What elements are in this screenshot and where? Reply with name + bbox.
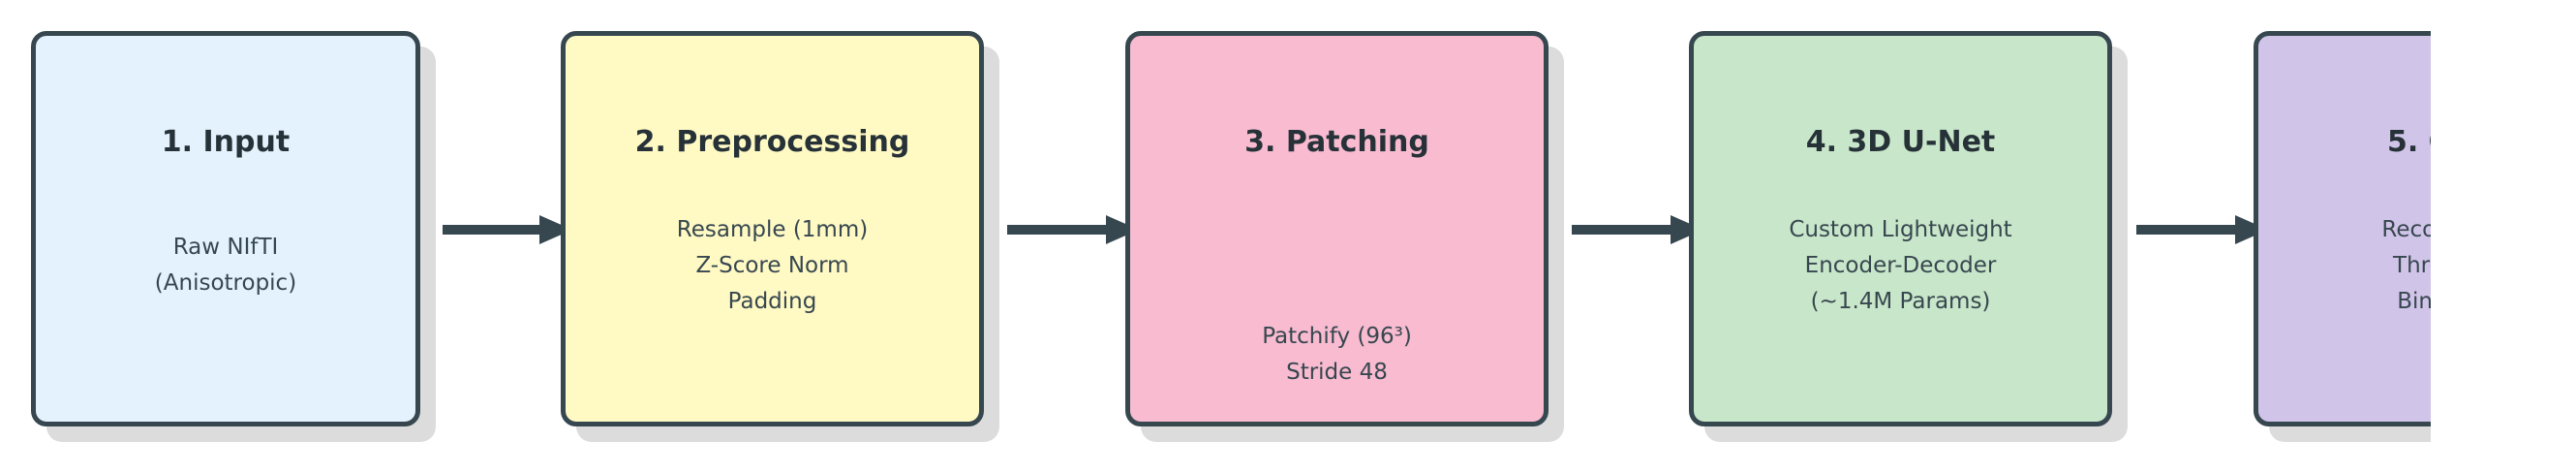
arrow-2-to-3 xyxy=(1007,215,1139,244)
stage-4-line-2: Encoder-Decoder xyxy=(1804,253,1997,278)
stage-3-line-1: Patchify (96³) xyxy=(1262,324,1412,349)
stage-3-description: Patchify (96³) Stride 48 xyxy=(1130,319,1544,391)
stage-1-line-2: (Anisotropic) xyxy=(154,270,297,296)
stage-4-description: Custom Lightweight Encoder-Decoder (~1.4… xyxy=(1694,212,2107,320)
stage-2-description: Resample (1mm) Z-Score Norm Padding xyxy=(566,212,979,320)
stage-3-box: 3. Patching Patchify (96³) Stride 48 xyxy=(1125,31,1549,426)
stage-3-title: 3. Patching xyxy=(1244,125,1429,159)
stage-1-box: 1. Input Raw NIfTI (Anisotropic) xyxy=(31,31,420,426)
arrow-1-to-2 xyxy=(443,215,572,244)
arrow-3-to-4 xyxy=(1572,215,1703,244)
figure-crop-mask xyxy=(2431,0,2576,473)
stage-2-title: 2. Preprocessing xyxy=(634,125,910,159)
stage-2-box: 2. Preprocessing Resample (1mm) Z-Score … xyxy=(561,31,984,426)
stage-4-line-1: Custom Lightweight xyxy=(1789,217,2012,242)
arrow-4-to-5 xyxy=(2136,215,2268,244)
stage-1-title: 1. Input xyxy=(161,125,291,159)
stage-4-title: 4. 3D U-Net xyxy=(1805,125,1996,159)
stage-2-line-1: Resample (1mm) xyxy=(676,217,869,242)
stage-1-line-1: Raw NIfTI xyxy=(172,235,279,260)
stage-2-line-2: Z-Score Norm xyxy=(695,253,849,278)
stage-3-line-2: Stride 48 xyxy=(1286,360,1388,385)
stage-1-description: Raw NIfTI (Anisotropic) xyxy=(36,230,415,301)
stage-4-line-3: (~1.4M Params) xyxy=(1810,289,1991,314)
stage-4-box: 4. 3D U-Net Custom Lightweight Encoder-D… xyxy=(1689,31,2112,426)
stage-2-line-3: Padding xyxy=(727,289,817,314)
